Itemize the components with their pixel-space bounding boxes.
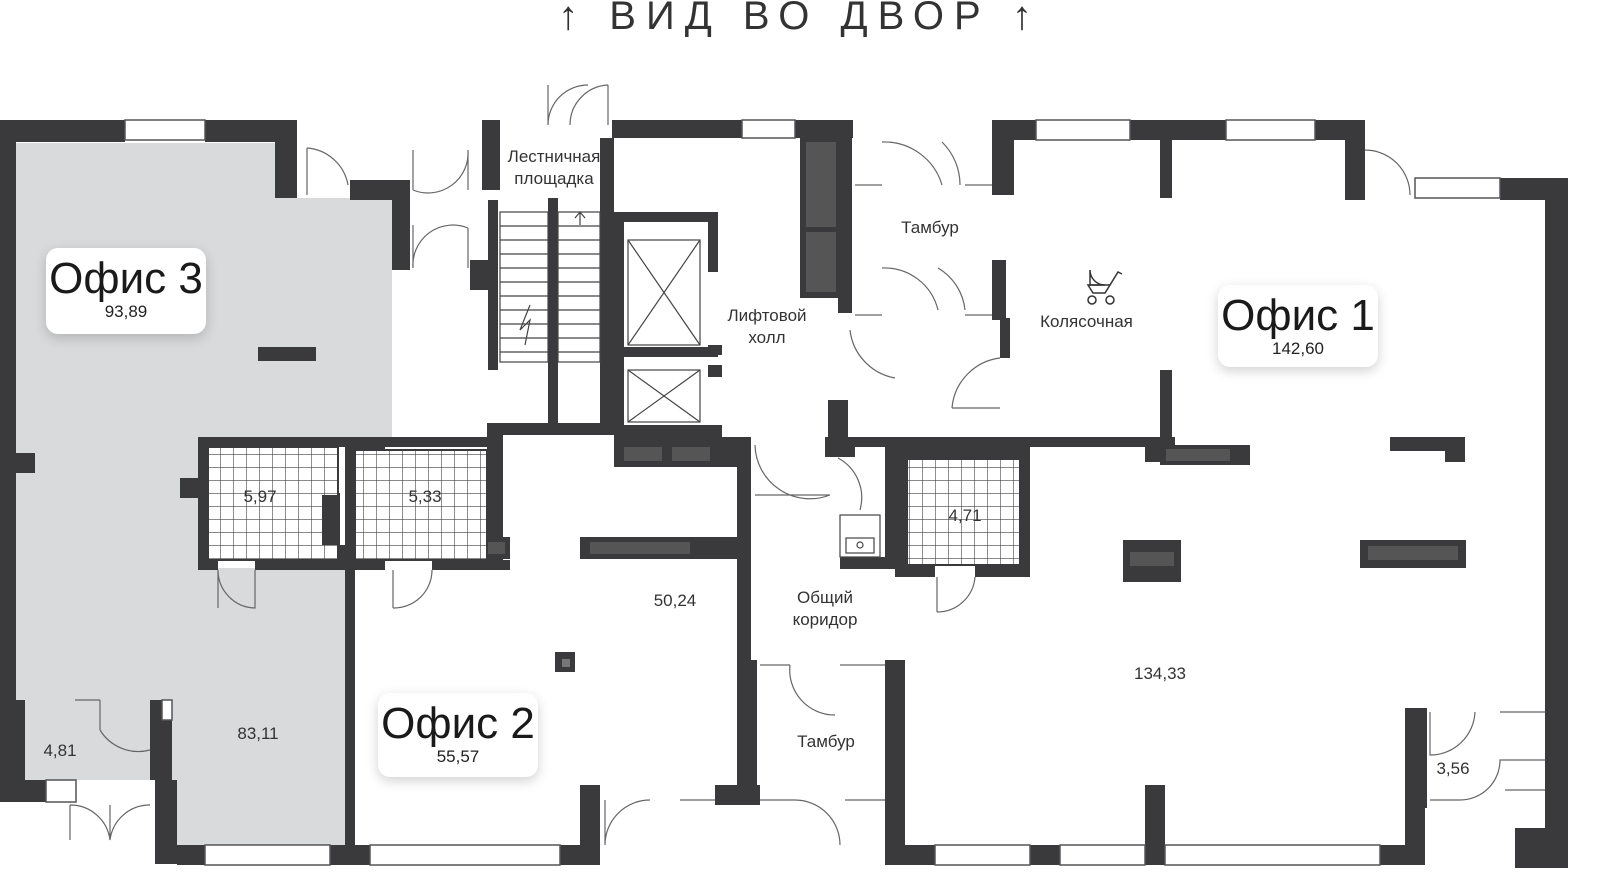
corridor-line2: коридор <box>792 610 858 629</box>
stair-label: Лестничная площадка <box>494 146 614 190</box>
stair-label-line1: Лестничная <box>507 147 601 166</box>
walls <box>0 120 1568 868</box>
area-office2-main: 50,24 <box>653 591 697 610</box>
area-office1-small: 3,56 <box>1436 759 1470 778</box>
tiled-rooms <box>207 446 1021 566</box>
fixtures <box>839 514 881 558</box>
area-wc3: 5,97 <box>243 487 277 506</box>
office-2-card[interactable]: Офис 2 55,57 <box>378 693 538 777</box>
wall-highlights <box>455 142 1458 566</box>
office-3-name: Офис 3 <box>49 254 203 303</box>
lifts <box>627 239 701 423</box>
vestibule-top-label: Тамбур <box>901 218 959 237</box>
office-1-card[interactable]: Офис 1 142,60 <box>1218 285 1378 367</box>
lift-hall-line2: холл <box>748 328 786 347</box>
office-2-name: Офис 2 <box>381 699 535 748</box>
vestibule-bottom-label: Тамбур <box>797 732 855 751</box>
area-wc1: 4,71 <box>948 506 982 525</box>
office-1-area: 142,60 <box>1272 339 1324 358</box>
corridor-line1: Общий <box>797 588 853 607</box>
lift-hall-label: Лифтовой холл <box>712 305 822 349</box>
area-office3-main: 83,11 <box>237 724 279 743</box>
corridor-label: Общий коридор <box>775 587 875 631</box>
area-wc2: 5,33 <box>408 487 442 506</box>
windows <box>45 119 1501 866</box>
office-3-card[interactable]: Офис 3 93,89 <box>46 248 206 334</box>
office-2-area: 55,57 <box>436 747 480 766</box>
doors <box>69 84 1545 846</box>
stair-label-line2: площадка <box>514 169 594 188</box>
page-title: ↑ ВИД ВО ДВОР ↑ <box>558 0 1042 38</box>
lift-hall-line1: Лифтовой <box>727 306 807 325</box>
stroller-icon <box>1086 269 1123 305</box>
office-1-name: Офис 1 <box>1221 291 1375 340</box>
stairs <box>499 211 601 363</box>
office-3-area: 93,89 <box>104 302 148 321</box>
area-office1-main: 134,33 <box>1134 664 1186 683</box>
stroller-room-label: Колясочная <box>1040 312 1133 331</box>
area-office3-small: 4,81 <box>43 741 77 760</box>
